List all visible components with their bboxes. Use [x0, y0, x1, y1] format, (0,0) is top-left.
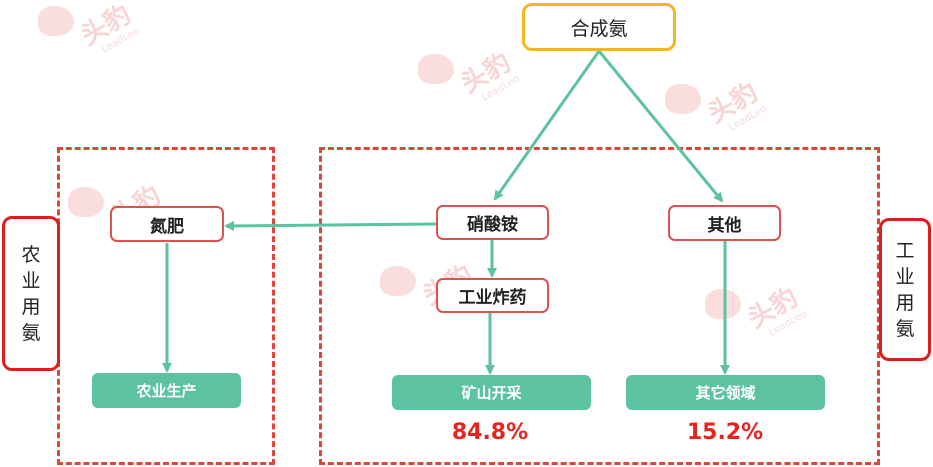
agricultural-production-box: 农业生产 — [92, 373, 241, 408]
other-fields-box: 其它领域 — [626, 375, 825, 410]
ammonium-nitrate-node: 硝酸铵 — [436, 205, 549, 240]
industrial-explosive-node: 工业炸药 — [436, 278, 549, 313]
mining-share: 84.8% — [451, 420, 529, 445]
fertilizer-node: 氮肥 — [110, 206, 224, 242]
agricultural-production-label: 农业生产 — [136, 382, 197, 400]
arrow-ammonia-to-nitrate — [493, 50, 601, 201]
other-label: 其他 — [707, 215, 742, 236]
other-node: 其他 — [668, 205, 781, 241]
industrial-explosive-label: 工业炸药 — [458, 288, 527, 308]
mining-label: 矿山开采 — [461, 384, 522, 402]
other-fields-share: 15.2% — [686, 420, 764, 445]
industrial-ammonia-label: 工业用氨 — [879, 218, 931, 361]
other-fields-label: 其它领域 — [695, 384, 756, 402]
ammonium-nitrate-label: 硝酸铵 — [467, 215, 518, 235]
mining-box: 矿山开采 — [392, 375, 591, 410]
synthetic-ammonia-node: 合成氨 — [522, 3, 676, 51]
synthetic-ammonia-label: 合成氨 — [570, 17, 628, 40]
agricultural-ammonia-label: 农业用氨 — [2, 216, 60, 371]
fertilizer-label: 氮肥 — [150, 216, 184, 237]
industrial-group-frame — [319, 147, 880, 465]
arrow-ammonia-to-other — [597, 50, 724, 203]
arrow-nitrate-to-fertilizer — [224, 220, 437, 231]
